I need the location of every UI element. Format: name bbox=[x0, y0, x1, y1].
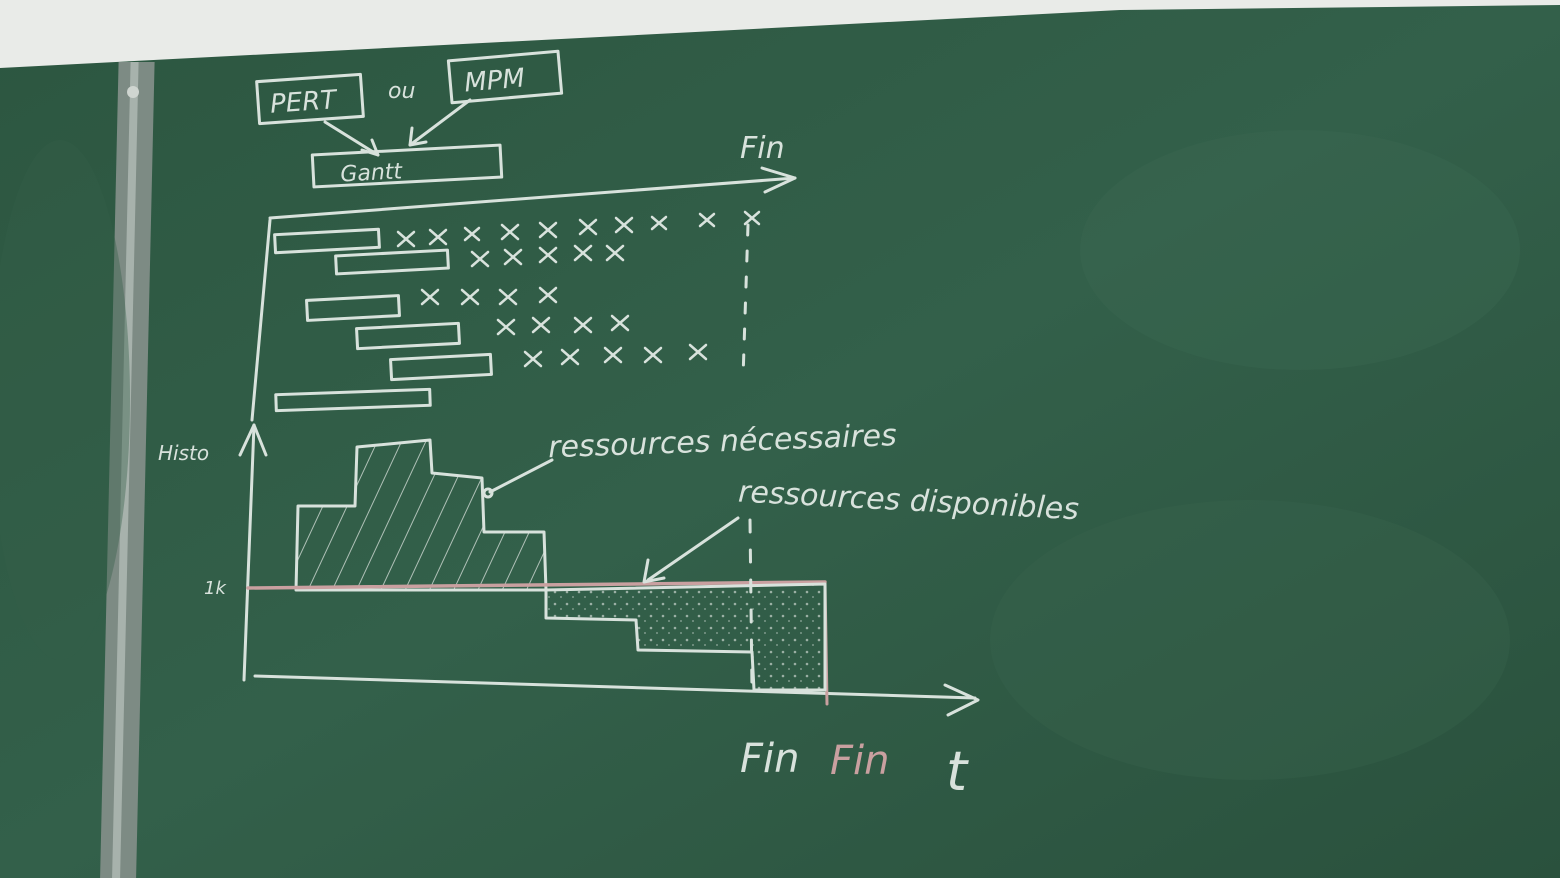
available-resources-line bbox=[246, 580, 827, 590]
gantt-box bbox=[310, 143, 504, 189]
arrow-pert-to-gantt bbox=[323, 120, 380, 157]
mpm-label: MPM bbox=[463, 63, 526, 98]
pert-label: PERT bbox=[269, 85, 339, 120]
wall-strip bbox=[0, 0, 1560, 68]
gantt-task-bars bbox=[273, 227, 493, 413]
project-end-dashed-line bbox=[741, 223, 750, 380]
pert-box bbox=[255, 72, 365, 126]
top-end-label: Fin bbox=[740, 131, 785, 166]
needed-resources-histogram bbox=[294, 438, 548, 592]
bottom-end-label-2: Fin bbox=[830, 738, 889, 784]
frame-screw bbox=[127, 86, 139, 98]
or-connector: ou bbox=[388, 79, 415, 104]
time-axis-label: t bbox=[946, 740, 969, 803]
gantt-vertical-axis bbox=[250, 218, 272, 422]
arrow-mpm-to-gantt bbox=[408, 98, 472, 147]
histogram-vertical-axis bbox=[242, 423, 256, 682]
mpm-box bbox=[446, 49, 564, 105]
gantt-time-axis bbox=[268, 176, 797, 220]
available-annotation-pointer bbox=[646, 516, 740, 582]
gantt-label: Gantt bbox=[340, 159, 404, 187]
capacity-level-label: 1k bbox=[204, 578, 227, 599]
histogram-label: Histo bbox=[158, 441, 209, 465]
bottom-end-label-1: Fin bbox=[740, 736, 799, 782]
histogram-time-axis bbox=[253, 674, 977, 700]
needed-annotation-pointer bbox=[488, 458, 554, 494]
float-crosses bbox=[396, 210, 761, 368]
